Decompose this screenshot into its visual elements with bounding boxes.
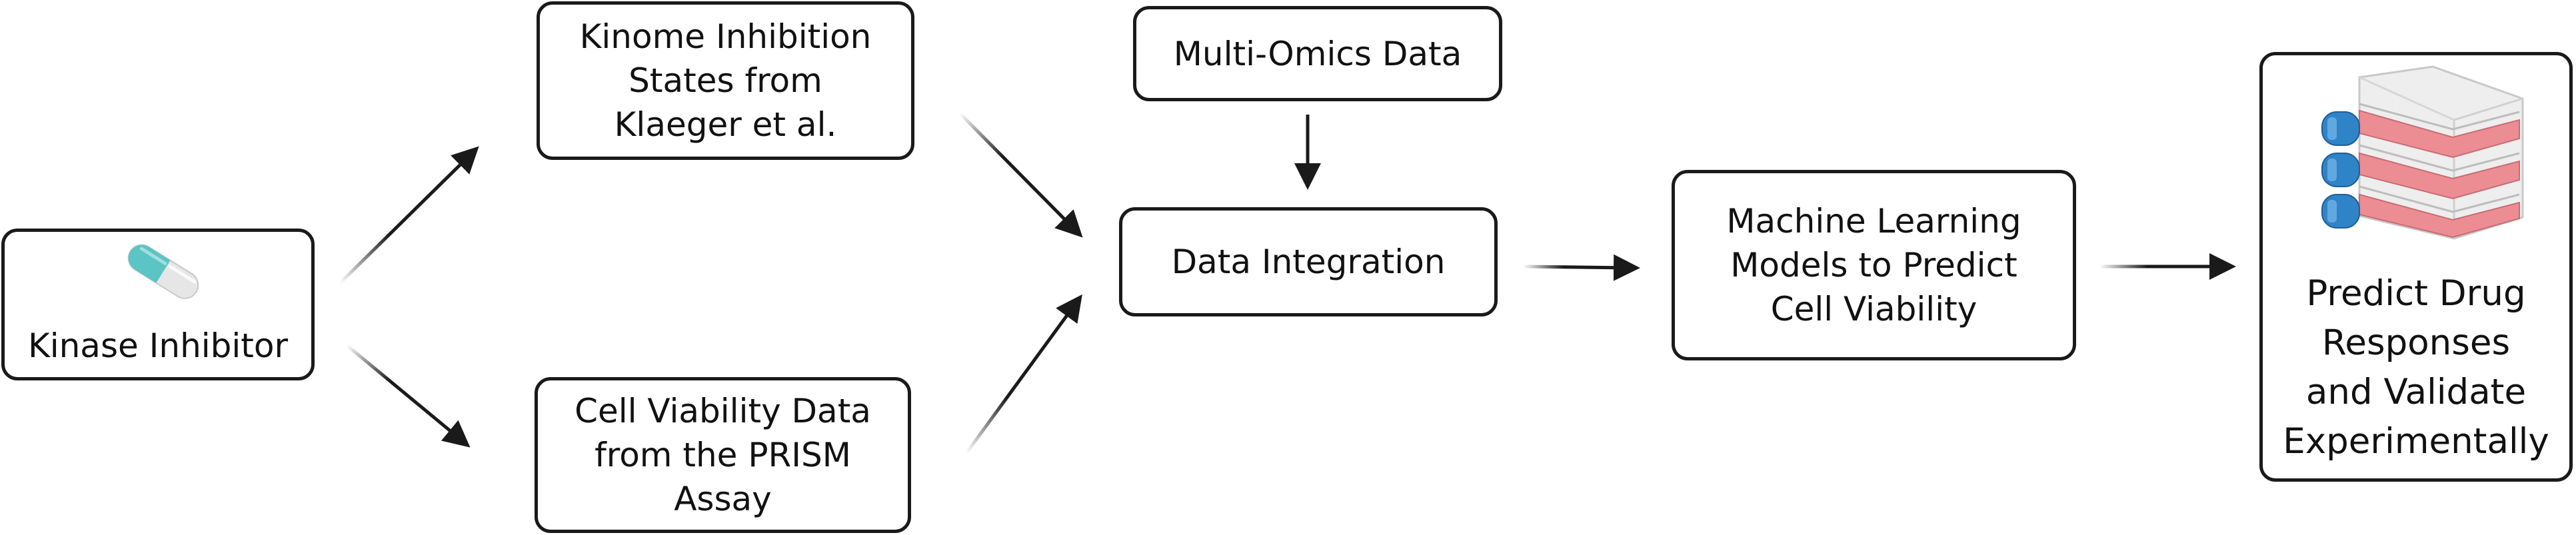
node-machine-learning-models-label: Machine Learning Models to Predict Cell … [1726, 202, 2021, 328]
arrow-kinase-to-kinome [339, 146, 479, 284]
node-kinase-inhibitor-label: Kinase Inhibitor [27, 326, 289, 365]
node-multi-omics-data-label: Multi-Omics Data [1173, 34, 1462, 73]
node-cell-viability-data-label: Cell Viability Data from the PRISM Assay [575, 392, 871, 518]
node-predict-and-validate-label: Predict Drug Responses and Validate Expe… [2283, 273, 2549, 462]
node-kinome-inhibition-states-label: Kinome Inhibition States from Klaeger et… [579, 17, 872, 144]
node-multi-omics-data: Multi-Omics Data [1133, 6, 1502, 101]
node-data-integration: Data Integration [1119, 207, 1498, 316]
cell-culture-flasks-icon [2321, 65, 2524, 240]
capsule-pill-icon [127, 244, 199, 299]
arrow-prism-to-integration [964, 294, 1082, 454]
node-kinome-inhibition-states: Kinome Inhibition States from Klaeger et… [537, 1, 914, 160]
arrow-kinome-to-integration [958, 112, 1083, 238]
node-kinase-inhibitor: Kinase Inhibitor [1, 229, 315, 380]
arrow-integration-to-ml [1522, 254, 1640, 281]
node-machine-learning-models: Machine Learning Models to Predict Cell … [1672, 170, 2076, 360]
arrow-kinase-to-prism [345, 344, 471, 448]
node-cell-viability-data: Cell Viability Data from the PRISM Assay [535, 377, 911, 533]
node-data-integration-label: Data Integration [1171, 243, 1446, 281]
